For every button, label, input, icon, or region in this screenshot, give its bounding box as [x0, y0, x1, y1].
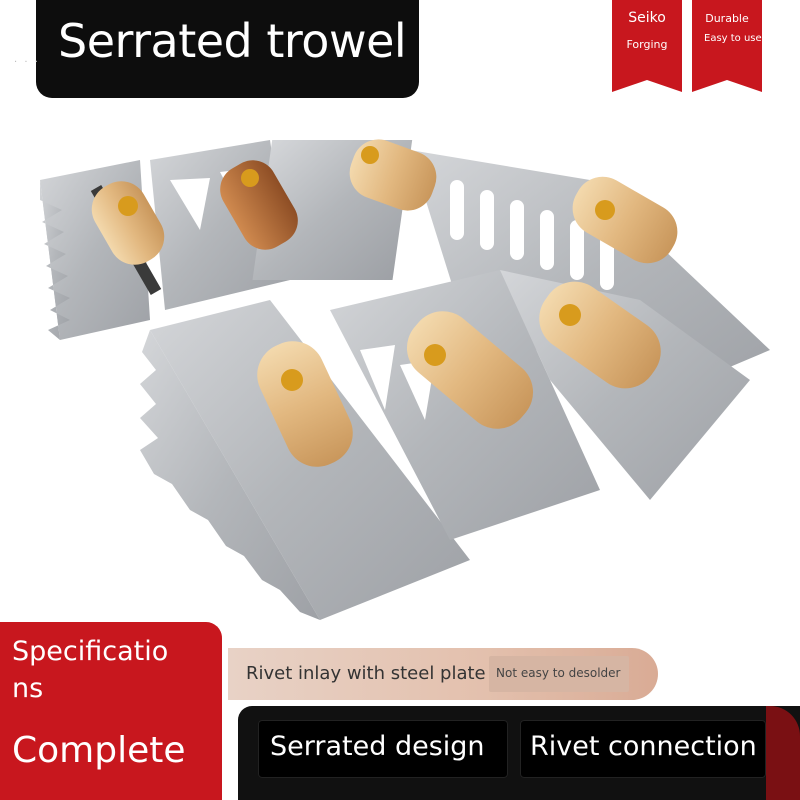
handle-3 [349, 139, 437, 211]
feature-pill-sub-box [489, 656, 629, 692]
badge-seiko-forging: Seiko Forging [612, 0, 682, 92]
specifications-panel [0, 622, 222, 800]
decorative-dots: . . . [14, 54, 40, 65]
feature-pill-sub-text: Not easy to desolder [496, 666, 621, 680]
handle-6 [406, 311, 534, 429]
specifications-text-line1: Specificatio [12, 636, 169, 667]
badge-bottom-text: Forging [626, 38, 668, 51]
handle-7 [257, 341, 353, 467]
handle-4 [572, 176, 678, 264]
badge-top-text: Seiko [628, 10, 666, 26]
handle-2 [220, 160, 298, 250]
feature-chip-serrated-text: Serrated design [270, 731, 485, 762]
page-title: Serrated trowel [58, 14, 407, 68]
feature-chip-rivet [520, 720, 766, 778]
feature-band-edge [766, 706, 800, 800]
feature-pill-main-text: Rivet inlay with steel plate [246, 663, 486, 684]
feature-chip-rivet-text: Rivet connection [530, 731, 757, 762]
title-banner [36, 0, 419, 98]
badge-bottom-text: Easy to use [704, 33, 762, 44]
complete-text: Complete [12, 730, 186, 771]
product-photo [40, 139, 770, 620]
badge-top-text: Durable [705, 12, 749, 25]
handle-1 [90, 181, 165, 295]
feature-chip-serrated [258, 720, 508, 778]
handle-5 [539, 281, 661, 389]
badge-durable: Durable Easy to use [692, 0, 762, 92]
specifications-text-line2: ns [12, 673, 44, 704]
